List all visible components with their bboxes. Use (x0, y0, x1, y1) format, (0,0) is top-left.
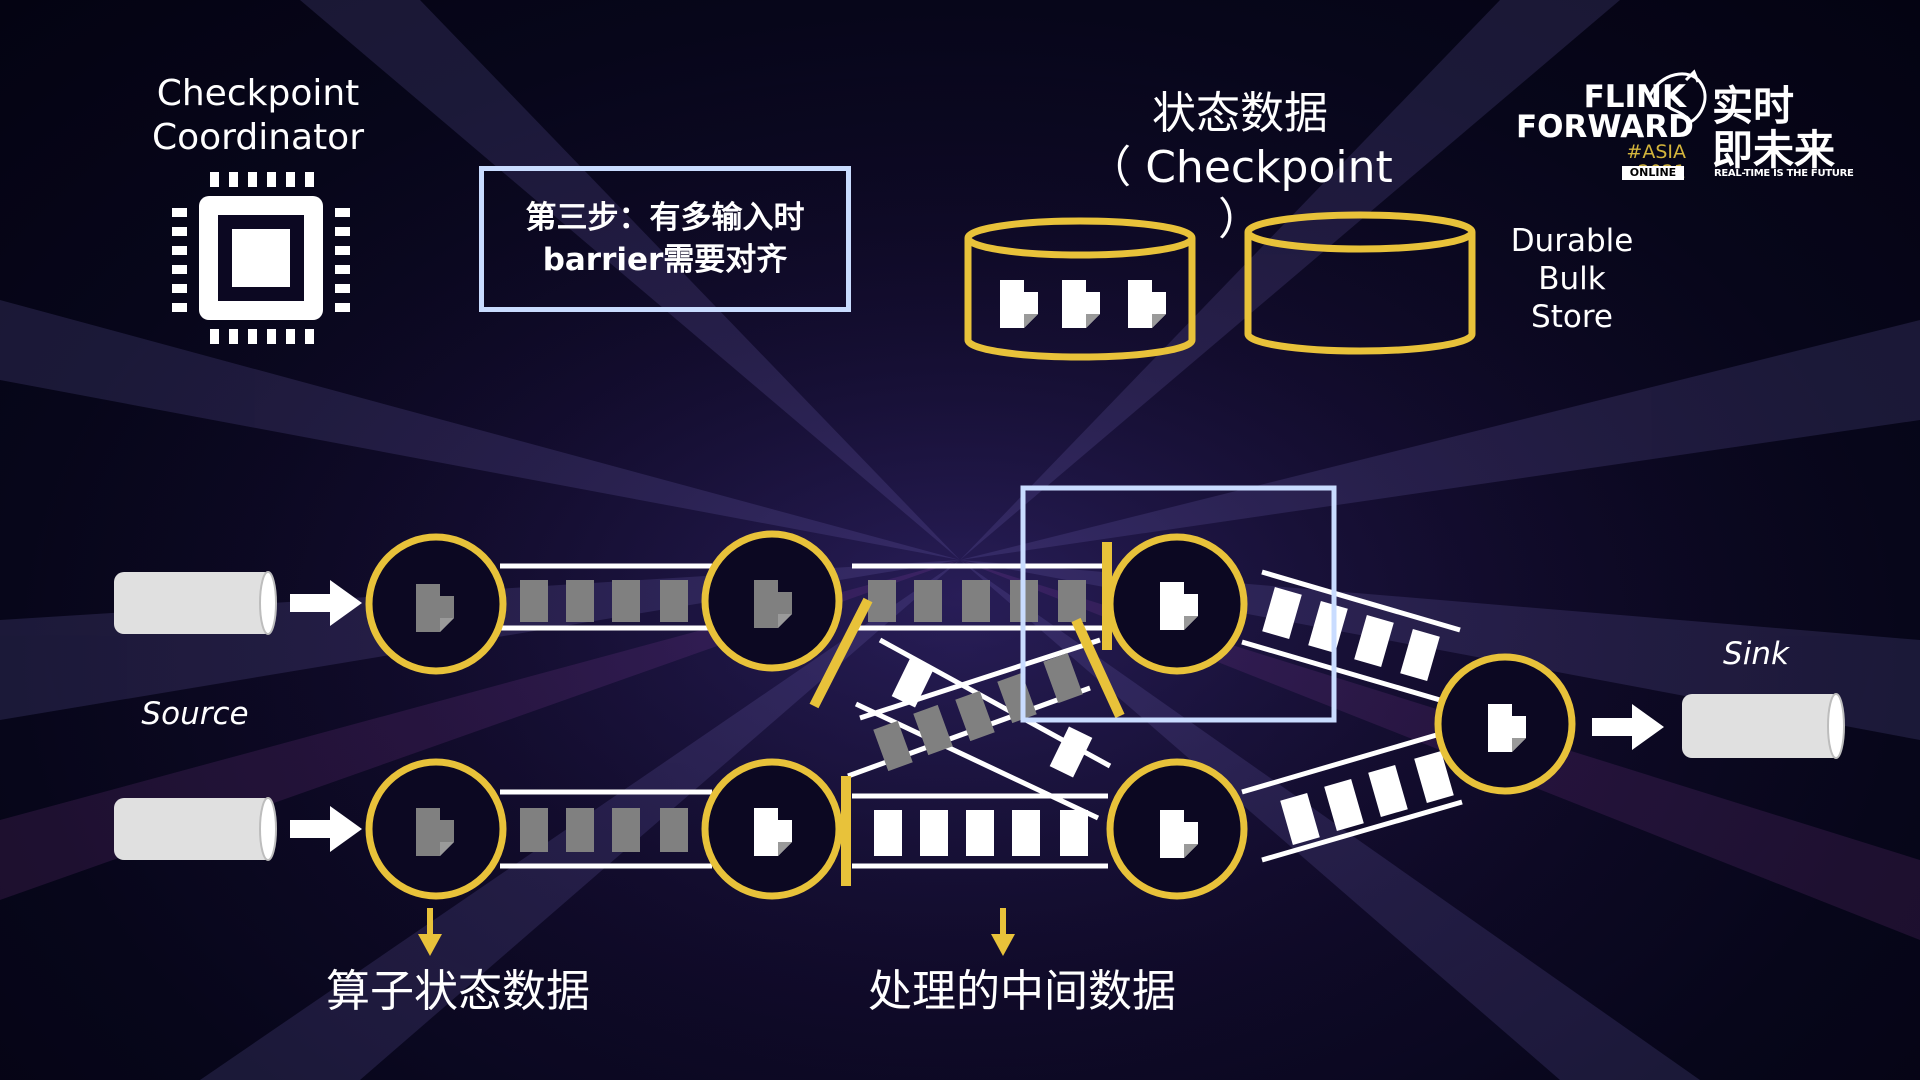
sink-label: Sink (1723, 636, 1789, 672)
source-queue-top (114, 571, 277, 635)
coordinator-title: Checkpoint Coordinator (130, 72, 386, 160)
source-label: Source (141, 696, 249, 732)
arrow-right-icon (1592, 704, 1664, 750)
records-cross-channels (873, 652, 1093, 778)
sink-queue (1682, 693, 1845, 759)
arrow-down-icon (1000, 908, 1006, 944)
chip-icon (172, 172, 350, 344)
flink-squirrel-icon (1648, 69, 1707, 124)
logo-line2: FORWARD (1516, 109, 1694, 145)
durable-store-label: Durable Bulk Store (1500, 222, 1644, 336)
logo-cn-line1: 实时 (1712, 82, 1794, 130)
state-data-subtitle: （ Checkpoint ） (1087, 142, 1393, 245)
records-channel-top-a (520, 580, 688, 622)
arrow-down-icon (427, 908, 433, 944)
records-channel-bottom-b (874, 810, 1088, 856)
state-data-title: 状态数据 (1152, 88, 1328, 139)
operators (365, 530, 1576, 900)
flink-forward-logo-text: FLINK FORWARD (1516, 82, 1694, 145)
durable-store-line1: Durable (1510, 223, 1634, 259)
logo-cn-line2: 即未来 (1712, 126, 1835, 174)
barrier-top-cross (809, 597, 873, 709)
barrier-cross-diagonal (1071, 617, 1125, 719)
database-icon-empty (1244, 211, 1476, 355)
durable-store-line3: Store (1531, 299, 1613, 335)
coordinator-title-line1: Checkpoint (156, 73, 360, 114)
source-queue-bottom (114, 797, 277, 861)
down-arrows (418, 908, 1015, 956)
step-callout-line1: 第三步：有多输入时 (525, 200, 805, 236)
coordinator-title-line2: Coordinator (151, 117, 365, 158)
records-channel-top-b (868, 580, 1086, 622)
records-channel-bottom-a (520, 808, 688, 852)
operator-state-label: 算子状态数据 (326, 966, 590, 1017)
durable-store-line2: Bulk (1538, 261, 1606, 297)
arrow-right-icon (290, 580, 362, 626)
arrow-down-icon-head (991, 934, 1015, 956)
logo-chinese-text: 实时 即未来 (1712, 84, 1842, 172)
step-callout-line2: barrier需要对齐 (542, 242, 788, 278)
logo-tagline: REAL-TIME IS THE FUTURE (1714, 168, 1854, 179)
arrow-down-icon-head (418, 934, 442, 956)
intermediate-data-label: 处理的中间数据 (868, 966, 1176, 1017)
arrow-right-icon (290, 806, 362, 852)
database-icon-checkpoint (964, 217, 1196, 361)
checkpoint-state-docs (1000, 280, 1166, 328)
flow-arrows (290, 580, 1664, 852)
alignment-highlight-box (1020, 485, 1337, 723)
logo-online-badge: ONLINE (1622, 166, 1684, 180)
step-callout-box: 第三步：有多输入时 barrier需要对齐 (479, 166, 851, 312)
records-to-sink (1262, 587, 1454, 845)
